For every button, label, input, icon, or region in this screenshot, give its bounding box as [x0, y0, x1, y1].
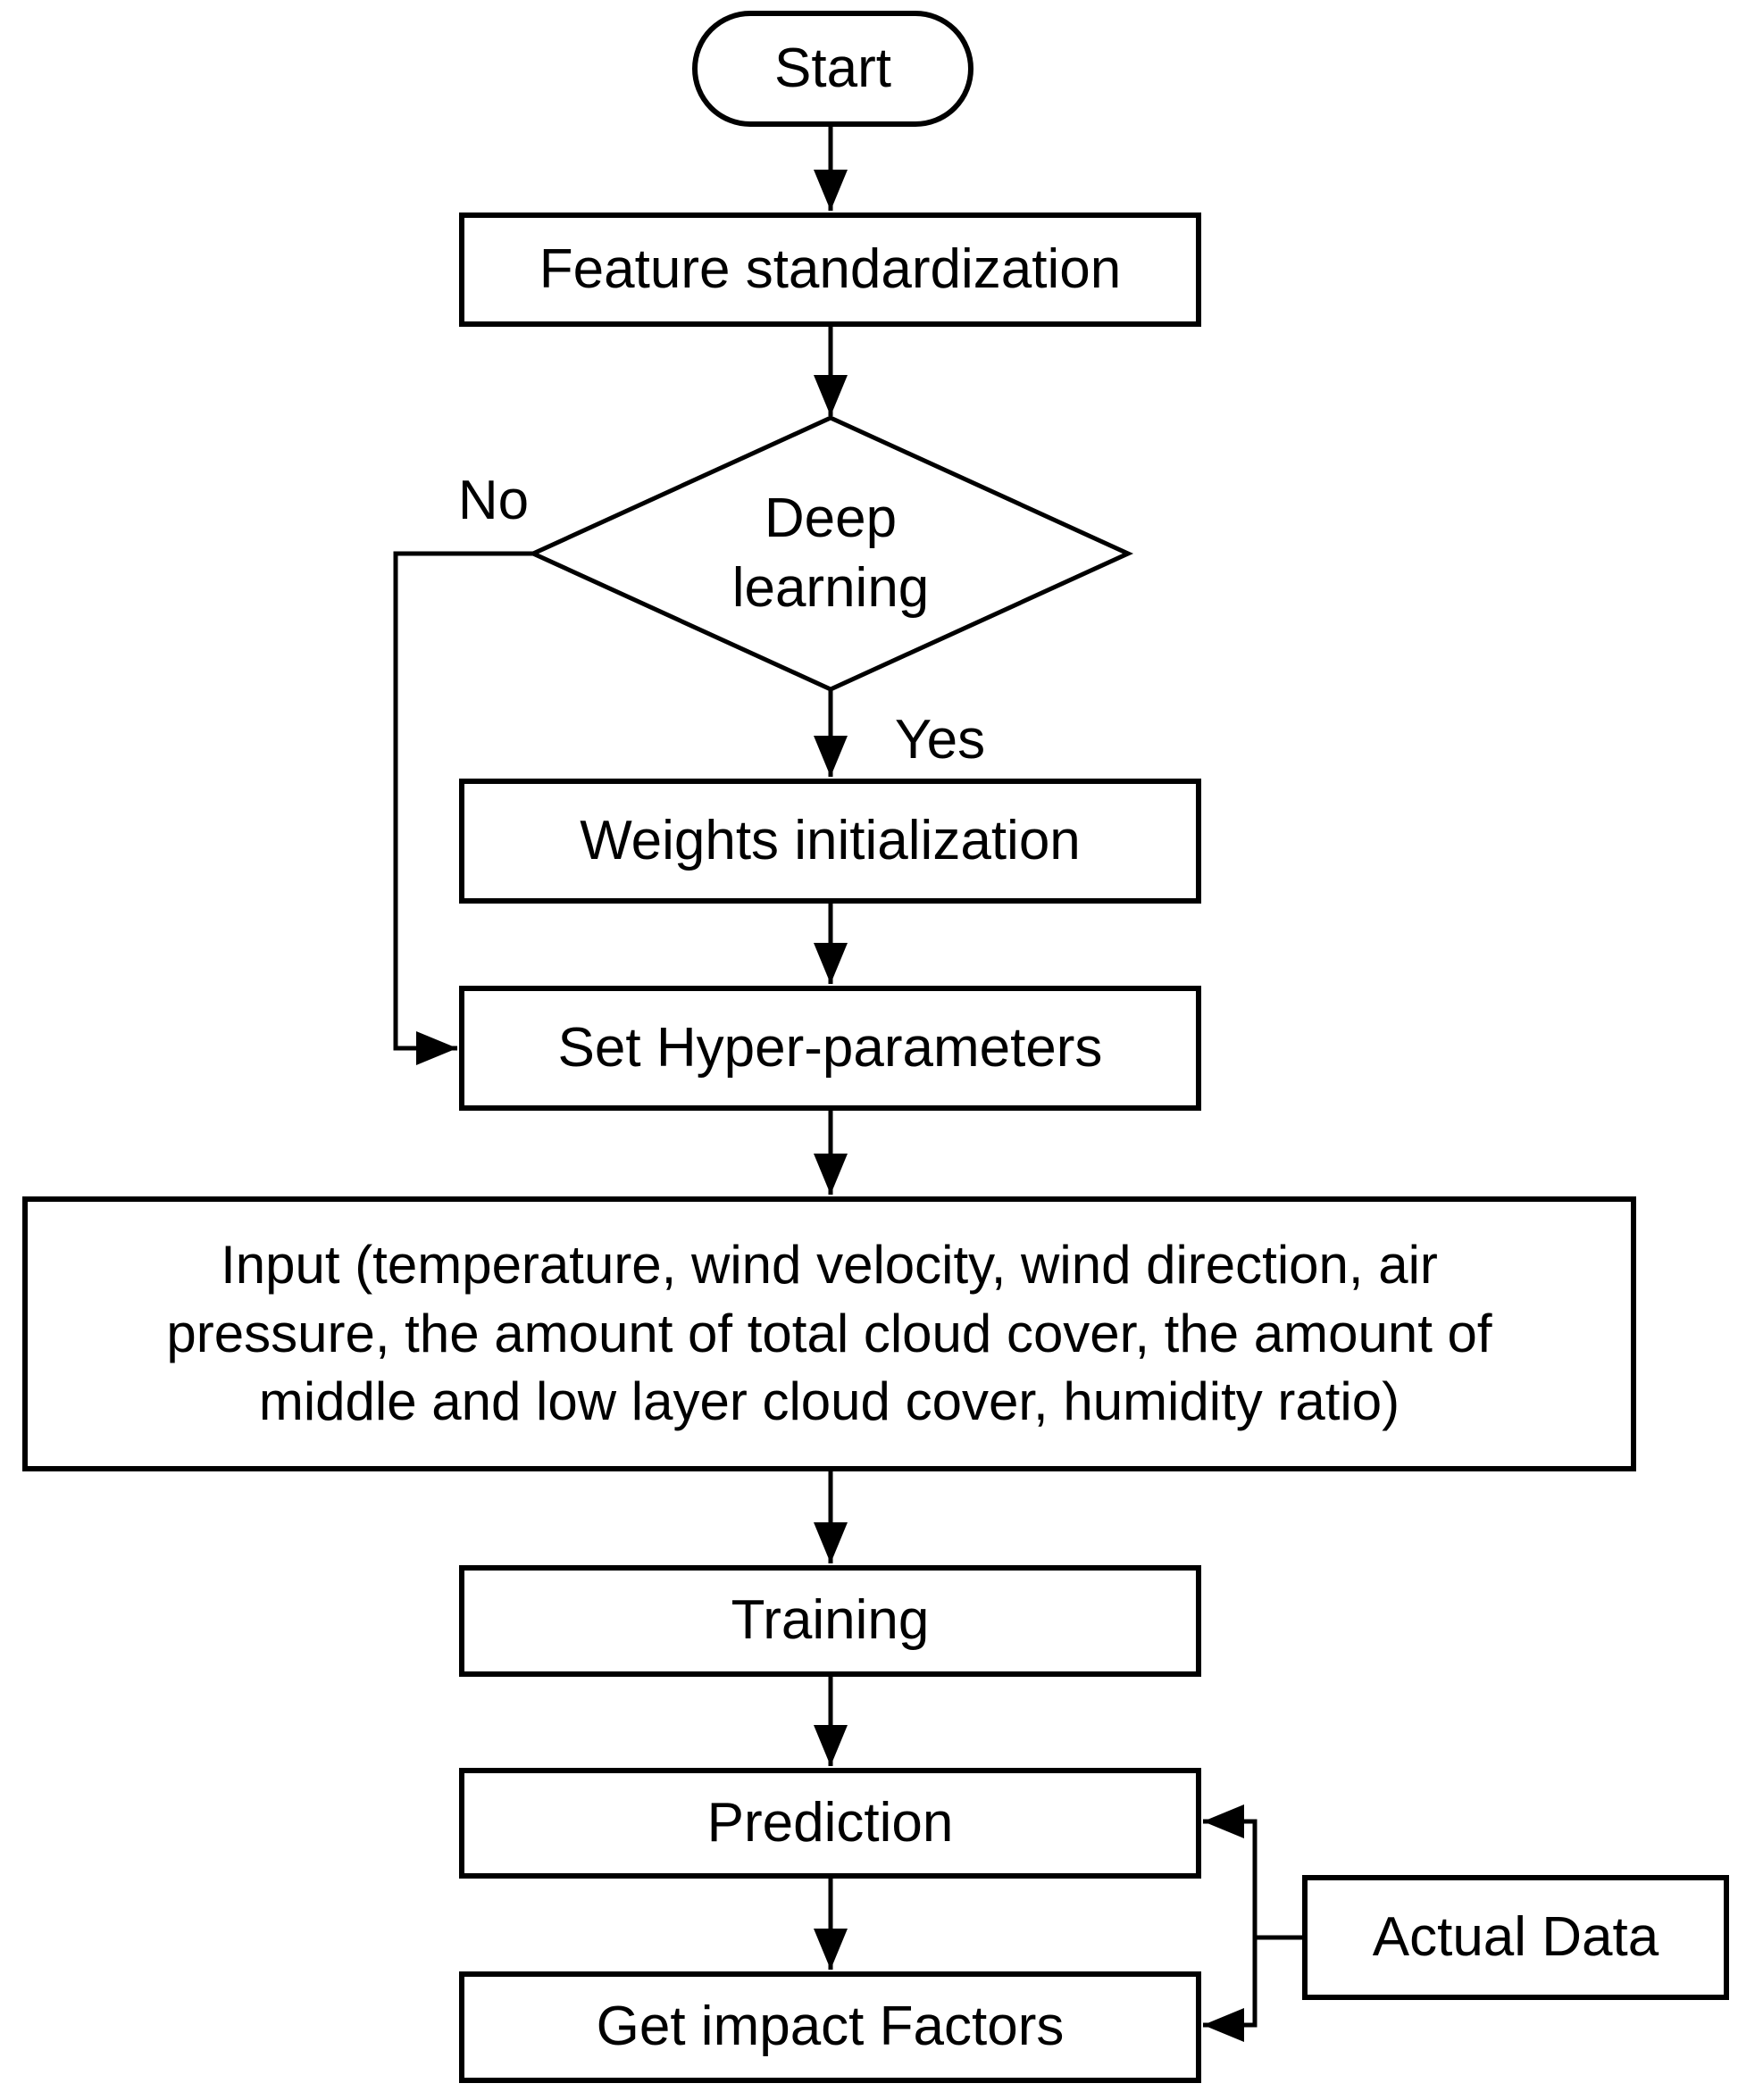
- node-set-hyper-parameters: Set Hyper-parameters: [459, 986, 1201, 1111]
- edge-label-yes: Yes: [894, 708, 986, 771]
- decision-line-1: Deep: [764, 487, 898, 549]
- node-start: Start: [692, 11, 973, 127]
- node-prediction: Prediction: [459, 1768, 1201, 1879]
- node-training: Training: [459, 1565, 1201, 1677]
- edge-decision-no-to-hyper: [393, 551, 533, 1065]
- node-feature-standardization: Feature standardization: [459, 212, 1201, 327]
- decision-line-2: learning: [731, 557, 930, 619]
- edge-actual-data-to-impact: [1203, 1938, 1258, 2042]
- node-weights-initialization: Weights initialization: [459, 779, 1201, 904]
- input-line-1: Input (temperature, wind velocity, wind …: [221, 1234, 1438, 1295]
- input-line-2: pressure, the amount of total cloud cove…: [166, 1303, 1492, 1363]
- edge-actual-data-to-prediction: [1203, 1804, 1258, 1938]
- node-deep-learning-decision-label: Deep learning: [630, 482, 1032, 625]
- input-line-3: middle and low layer cloud cover, humidi…: [258, 1371, 1400, 1432]
- node-get-impact-factors: Get impact Factors: [459, 1971, 1201, 2083]
- edge-label-no: No: [457, 469, 530, 531]
- node-actual-data: Actual Data: [1302, 1875, 1729, 2000]
- node-input: Input (temperature, wind velocity, wind …: [22, 1196, 1636, 1471]
